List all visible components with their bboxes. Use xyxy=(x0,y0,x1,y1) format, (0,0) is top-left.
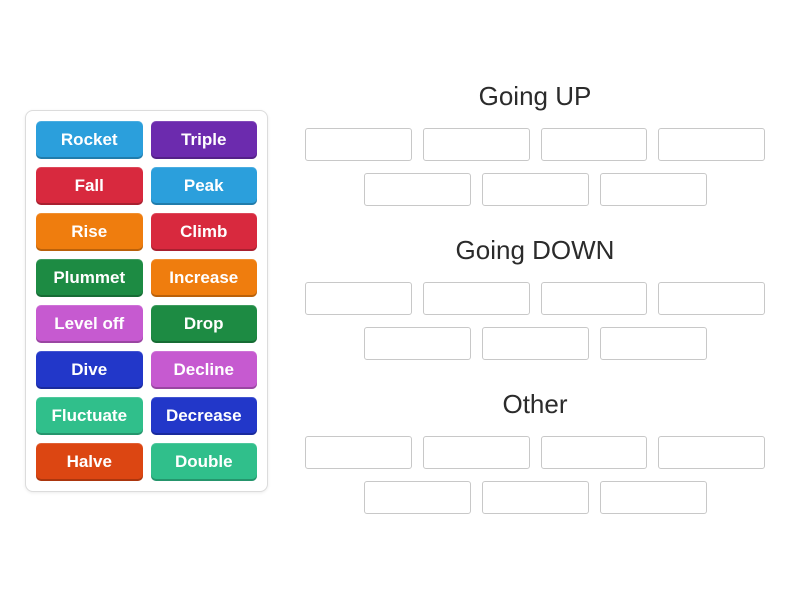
drop-slot[interactable] xyxy=(540,436,648,469)
word-tile[interactable]: Rocket xyxy=(36,121,143,159)
drop-slot[interactable] xyxy=(658,128,765,161)
word-tile[interactable]: Climb xyxy=(150,213,257,251)
category-groups: Going UP Going DOWN Other xyxy=(305,78,765,540)
drop-slot[interactable] xyxy=(658,436,765,469)
word-tile[interactable]: Decline xyxy=(150,351,257,389)
slot-row xyxy=(305,128,765,161)
word-tile[interactable]: Level off xyxy=(36,305,143,343)
drop-slot[interactable] xyxy=(422,282,530,315)
slot-row xyxy=(305,481,765,514)
word-tile[interactable]: Peak xyxy=(150,167,257,205)
group-title: Going UP xyxy=(478,81,592,111)
drop-slot[interactable] xyxy=(658,282,765,315)
drop-slot[interactable] xyxy=(305,128,412,161)
word-tile[interactable]: Plummet xyxy=(36,259,143,297)
drop-slot[interactable] xyxy=(481,481,589,514)
slot-row xyxy=(305,436,765,469)
word-tile[interactable]: Fall xyxy=(36,167,143,205)
word-tile[interactable]: Triple xyxy=(150,121,257,159)
drop-slot[interactable] xyxy=(363,173,471,206)
slot-row xyxy=(305,173,765,206)
word-tile[interactable]: Fluctuate xyxy=(36,397,143,435)
drop-slot[interactable] xyxy=(540,282,648,315)
word-tile[interactable]: Decrease xyxy=(150,397,257,435)
group-other: Other xyxy=(305,386,765,514)
drop-slot[interactable] xyxy=(599,481,707,514)
group-going-down: Going DOWN xyxy=(305,232,765,360)
drop-slot[interactable] xyxy=(599,327,707,360)
slot-row xyxy=(305,282,765,315)
drop-slot[interactable] xyxy=(363,327,471,360)
drop-slot[interactable] xyxy=(599,173,707,206)
drop-slot[interactable] xyxy=(305,282,412,315)
drop-slot[interactable] xyxy=(481,173,589,206)
group-title: Going DOWN xyxy=(455,235,615,265)
word-tile[interactable]: Halve xyxy=(36,443,143,481)
word-tile[interactable]: Rise xyxy=(36,213,143,251)
group-title: Other xyxy=(502,389,568,419)
drop-slot[interactable] xyxy=(422,128,530,161)
drop-slot[interactable] xyxy=(481,327,589,360)
drop-slot[interactable] xyxy=(540,128,648,161)
drop-slot[interactable] xyxy=(363,481,471,514)
word-tile[interactable]: Drop xyxy=(150,305,257,343)
word-tile[interactable]: Double xyxy=(150,443,257,481)
group-going-up: Going UP xyxy=(305,78,765,206)
word-tile[interactable]: Dive xyxy=(36,351,143,389)
slot-row xyxy=(305,327,765,360)
drop-slot[interactable] xyxy=(422,436,530,469)
drop-slot[interactable] xyxy=(305,436,412,469)
word-tile[interactable]: Increase xyxy=(150,259,257,297)
